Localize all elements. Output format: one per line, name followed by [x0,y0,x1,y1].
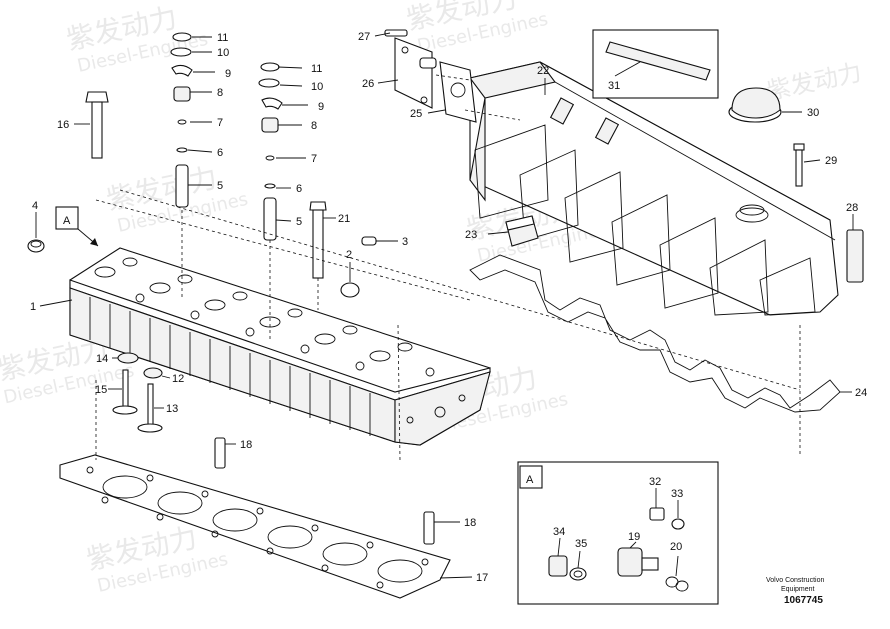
footer-line1: Volvo Construction [766,577,824,584]
callout-31: 31 [608,80,620,92]
callout-35: 35 [575,538,587,550]
head-gasket [59,454,451,599]
callout-32: 32 [649,476,661,488]
callout-6-left: 6 [217,147,223,159]
plug-34 [548,555,568,577]
callout-27: 27 [358,31,370,43]
figure-id: 1067745 [784,595,823,606]
bolt-16 [85,91,109,159]
sensor-19 [617,547,659,577]
callout-7-left: 7 [217,117,223,129]
valve-seal-14 [117,352,139,364]
callout-28: 28 [846,202,858,214]
detail-a-box [517,461,719,605]
detail-a-marker [55,206,99,247]
alignment-lines [95,74,801,461]
callout-17: 17 [476,572,488,584]
callout-24: 24 [855,387,867,399]
detail-a-marker-label: A [63,215,71,227]
callout-8-left: 8 [217,87,223,99]
dowel-18-upper [214,437,226,469]
callout-10-left: 10 [217,47,229,59]
detail-a-box-label: A [526,474,534,486]
callout-6-right: 6 [296,183,302,195]
washer-33 [671,518,685,530]
callout-15: 15 [95,384,107,396]
callout-18-upper: 18 [240,439,252,451]
bolt-21 [309,201,327,279]
cylinder-head [69,247,491,446]
callout-21: 21 [338,213,350,225]
plug-2 [340,282,360,298]
callout-14: 14 [96,353,108,365]
callout-19: 19 [628,531,640,543]
washer-20 [665,576,689,592]
callout-9-left: 9 [225,68,231,80]
callout-4: 4 [32,200,38,212]
bolt-29 [793,143,805,187]
valve-13 [137,383,163,433]
callout-23: 23 [465,229,477,241]
callout-5-right: 5 [296,216,302,228]
callout-18-lower: 18 [464,517,476,529]
watermark-cn-8: 紫发动力 [764,58,864,105]
valve-15 [112,369,138,415]
cap-30 [728,87,782,123]
valve-cover [469,61,839,316]
callout-2: 2 [346,249,352,261]
callout-30: 30 [807,107,819,119]
plug-4 [27,239,45,253]
callout-8-right: 8 [311,120,317,132]
valve-stack-right [258,62,283,241]
callout-12: 12 [172,373,184,385]
callout-25: 25 [410,108,422,120]
callout-7-right: 7 [311,153,317,165]
footer: Volvo Construction Equipment 1067745 [766,577,824,606]
callout-16: 16 [57,119,69,131]
footer-line2: Equipment [781,586,815,593]
o-ring-35 [569,567,587,581]
callout-10-right: 10 [311,81,323,93]
leader-lines [35,32,854,579]
callout-13: 13 [166,403,178,415]
callout-33: 33 [671,488,683,500]
seal-12 [143,367,163,379]
bolt-27 [384,29,408,37]
mount-23 [505,215,539,247]
plug-3 [361,236,377,246]
gasket-25 [439,61,477,123]
callout-11-right: 11 [311,63,322,75]
callout-29: 29 [825,155,837,167]
callout-1: 1 [30,301,36,313]
callout-26: 26 [362,78,374,90]
callout-34: 34 [553,526,565,538]
callout-3: 3 [402,236,408,248]
callout-5-left: 5 [217,180,223,192]
bracket-26 [394,37,437,109]
callout-22: 22 [537,65,549,77]
screw-32 [649,507,665,521]
valve-cover-gasket [469,254,841,413]
callout-9-right: 9 [318,101,324,113]
dowel-18-lower [423,511,435,545]
callout-11-left: 11 [217,32,228,44]
callout-20: 20 [670,541,682,553]
valve-stack-left [170,32,193,208]
detail-31-box [592,29,719,99]
callout-labels: 1 2 3 4 5 5 6 6 7 7 8 8 9 9 10 10 11 11 … [30,31,867,584]
seal-28 [846,229,864,283]
